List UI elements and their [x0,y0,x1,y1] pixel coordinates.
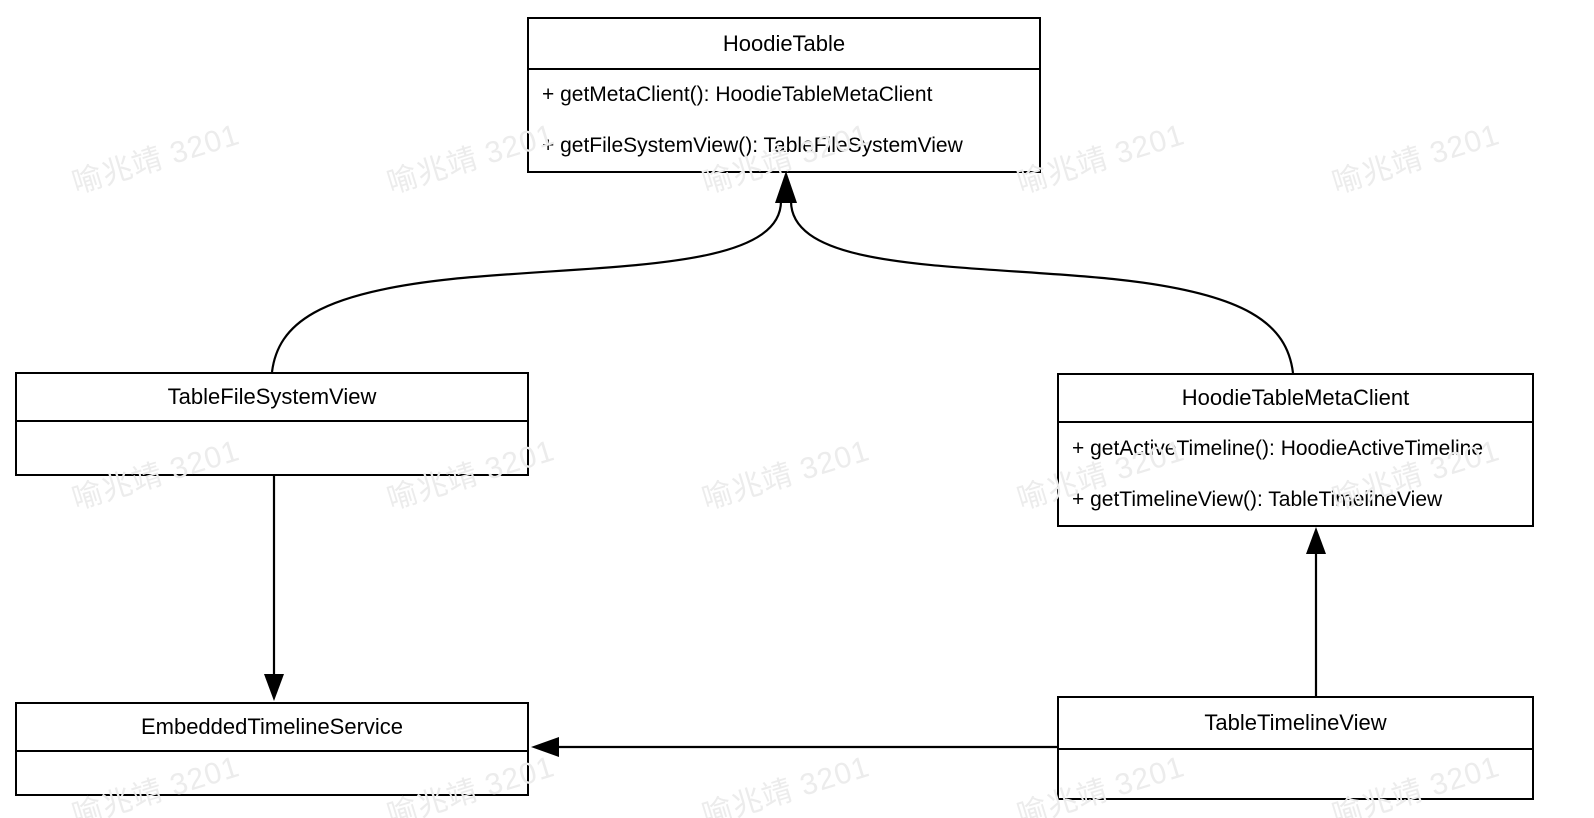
class-box-tablefilesystemview: TableFileSystemView [15,372,529,476]
arrowhead-into-hoodietablemetaclient [1306,527,1326,554]
method-signature: + getTimelineView(): TableTimelineView [1072,487,1443,511]
class-box-hoodietablemetaclient: HoodieTableMetaClient + getActiveTimelin… [1057,373,1534,527]
class-name: EmbeddedTimelineService [17,704,527,752]
class-members: + getMetaClient(): HoodieTableMetaClient… [529,70,1039,171]
class-members [17,752,527,794]
class-name: HoodieTableMetaClient [1059,375,1532,423]
class-name: HoodieTable [529,19,1039,70]
class-members: + getActiveTimeline(): HoodieActiveTimel… [1059,423,1532,525]
class-box-tabletimelineview: TableTimelineView [1057,696,1534,800]
class-box-hoodietable: HoodieTable + getMetaClient(): HoodieTab… [527,17,1041,173]
class-name: TableFileSystemView [17,374,527,422]
edge-tablefilesystemview-to-hoodietable [270,200,783,373]
arrowhead-into-embeddedtimelineservice-top [264,674,284,701]
method-signature: + getFileSystemView(): TableFileSystemVi… [542,133,963,157]
method-signature: + getMetaClient(): HoodieTableMetaClient [542,83,933,107]
class-members [1059,750,1532,798]
arrowhead-into-embeddedtimelineservice-right [531,737,559,757]
method-signature: + getActiveTimeline(): HoodieActiveTimel… [1072,436,1484,460]
class-name: TableTimelineView [1059,698,1532,750]
arrowhead-into-hoodietable [775,171,797,203]
class-members [17,422,527,474]
class-box-embeddedtimelineservice: EmbeddedTimelineService [15,702,529,796]
edge-hoodietablemetaclient-to-hoodietable [789,200,1295,374]
